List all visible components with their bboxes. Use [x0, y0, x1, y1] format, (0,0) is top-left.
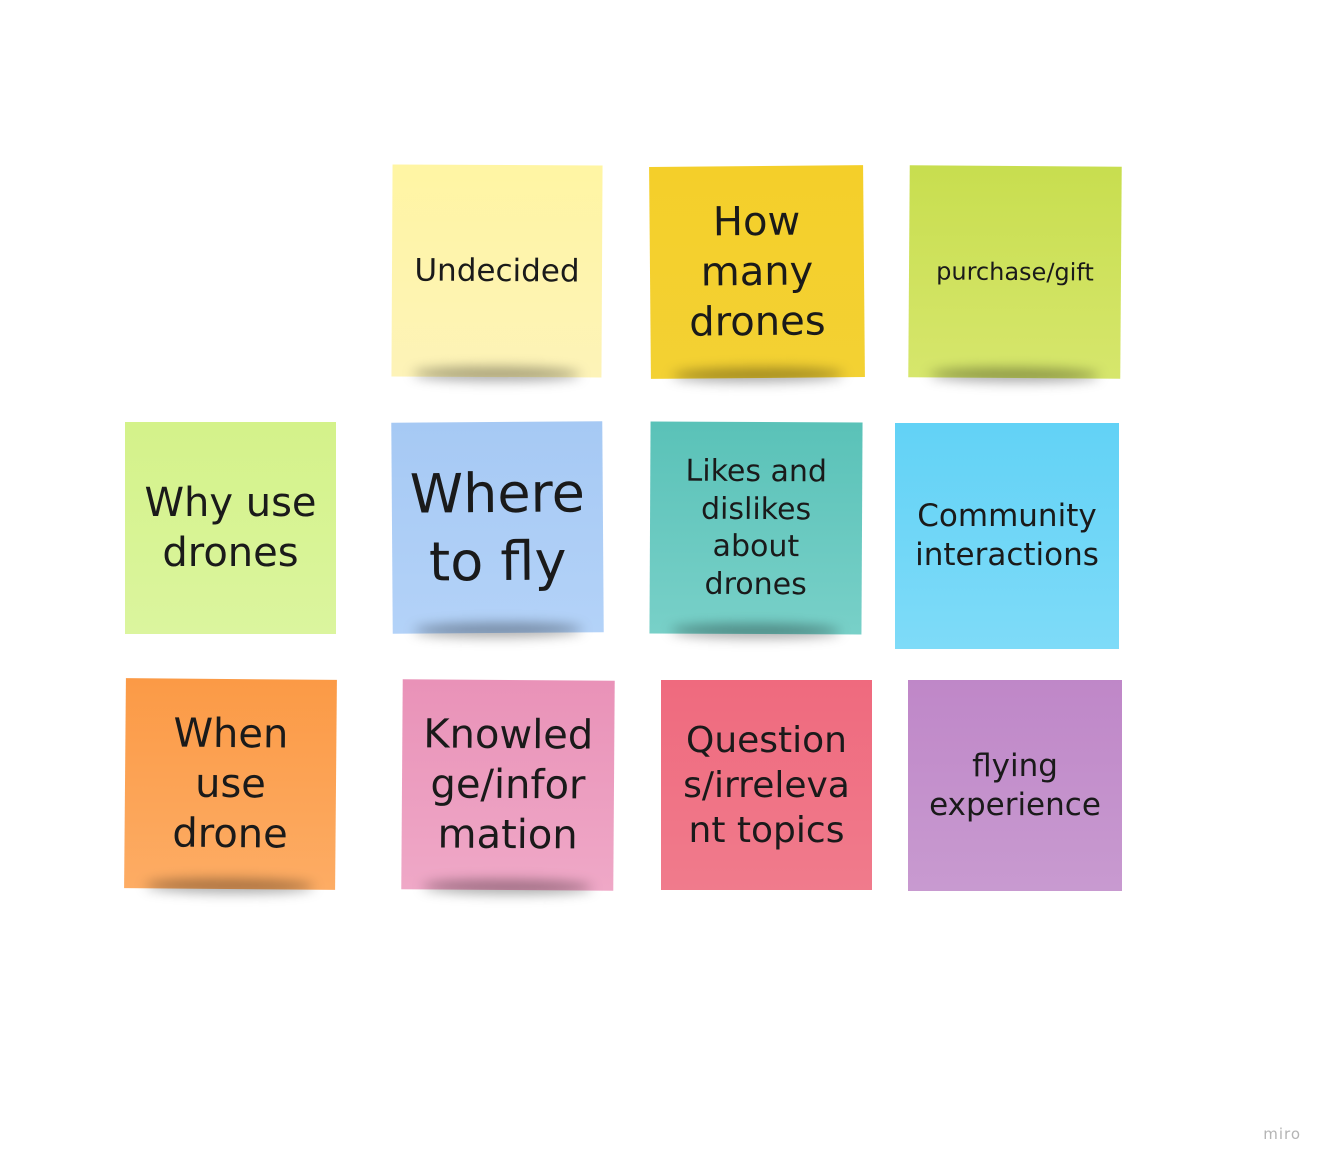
sticky-note-text: Why use drones: [144, 480, 317, 576]
sticky-note-when-use-drone[interactable]: When use drone: [124, 678, 337, 890]
sticky-note-community-interactions[interactable]: Community interactions: [895, 423, 1119, 649]
sticky-note-text: How many drones: [689, 198, 826, 346]
sticky-note-text: Undecided: [414, 252, 580, 290]
sticky-note-likes-dislikes[interactable]: Likes and dislikes about drones: [649, 421, 863, 635]
sticky-note-text: When use drone: [172, 710, 289, 858]
sticky-note-text: Knowled ge/infor mation: [423, 711, 594, 859]
sticky-note-text: purchase/gift: [936, 257, 1094, 287]
sticky-note-why-use-drones[interactable]: Why use drones: [125, 422, 336, 634]
sticky-note-text: Community interactions: [915, 498, 1099, 573]
sticky-note-text: Where to fly: [409, 461, 586, 593]
sticky-note-text: flying experience: [929, 747, 1101, 823]
sticky-note-text: Question s/irreleva nt topics: [683, 719, 850, 851]
sticky-note-how-many-drones[interactable]: How many drones: [649, 165, 865, 379]
sticky-note-purchase-gift[interactable]: purchase/gift: [908, 165, 1122, 379]
sticky-note-text: Likes and dislikes about drones: [685, 453, 828, 602]
sticky-note-flying-experience[interactable]: flying experience: [908, 680, 1122, 891]
sticky-note-where-to-fly[interactable]: Where to fly: [391, 421, 604, 634]
sticky-note-undecided[interactable]: Undecided: [391, 164, 603, 378]
sticky-note-knowledge-information[interactable]: Knowled ge/infor mation: [401, 679, 615, 891]
sticky-note-questions-irrelevant-topics[interactable]: Question s/irreleva nt topics: [661, 680, 872, 890]
miro-watermark: miro: [1263, 1125, 1301, 1143]
